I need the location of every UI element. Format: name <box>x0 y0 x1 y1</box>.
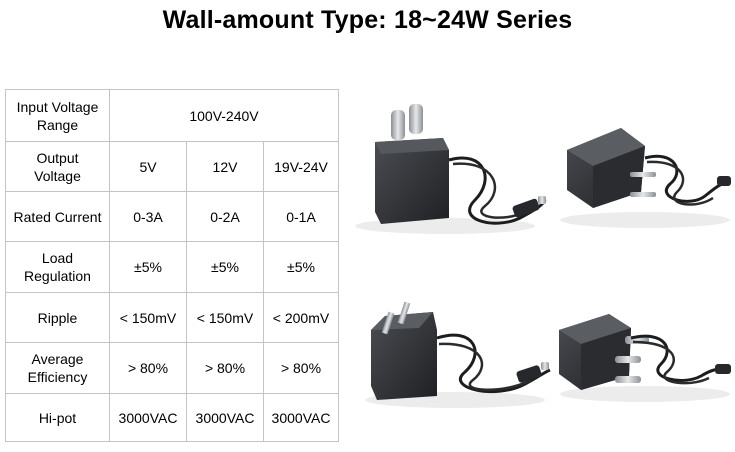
table-cell: 12V <box>186 141 264 192</box>
eu-plug-adapter-icon <box>355 104 547 234</box>
table-row: Average Efficiency > 80% > 80% > 80% <box>5 342 339 394</box>
row-label-line: Input Voltage <box>16 98 99 115</box>
page-title: Wall-amount Type: 18~24W Series <box>162 6 573 34</box>
table-cell: 0-1A <box>263 191 339 242</box>
spec-table: Input Voltage Range 100V-240V Output Vol… <box>5 89 339 442</box>
table-cell: 5V <box>109 141 187 192</box>
table-cell: < 150mV <box>109 292 187 343</box>
table-cell: ±5% <box>109 241 187 293</box>
row-label-ripple: Ripple <box>5 292 110 343</box>
table-cell: 3000VAC <box>263 393 339 442</box>
row-label-input-voltage: Input Voltage Range <box>5 89 110 142</box>
table-cell: ±5% <box>263 241 339 293</box>
table-cell: > 80% <box>186 342 264 394</box>
us-plug-adapter-icon <box>365 301 551 408</box>
row-label-line: Output <box>36 149 79 166</box>
table-cell: < 150mV <box>186 292 264 343</box>
row-label-output-voltage: Output Voltage <box>5 141 110 192</box>
product-photos <box>345 80 735 450</box>
in-plug-adapter-icon <box>559 314 731 402</box>
eu-plug-adapter-side-icon <box>560 128 731 228</box>
row-label-load-regulation: Load Regulation <box>5 241 110 293</box>
row-label-line: Range <box>36 116 79 133</box>
row-label-line: Average <box>31 351 84 367</box>
row-label-line: Load <box>41 250 74 266</box>
row-label-line: Regulation <box>24 268 91 284</box>
table-cell: < 200mV <box>263 292 339 343</box>
row-label-rated-current: Rated Current <box>5 191 110 242</box>
table-cell: 3000VAC <box>109 393 187 442</box>
table-row: Rated Current 0-3A 0-2A 0-1A <box>5 191 339 242</box>
table-row: Hi-pot 3000VAC 3000VAC 3000VAC <box>5 393 339 442</box>
row-label-average-efficiency: Average Efficiency <box>5 342 110 394</box>
table-cell: 19V-24V <box>263 141 339 192</box>
table-row: Ripple < 150mV < 150mV < 200mV <box>5 292 339 343</box>
table-row: Input Voltage Range 100V-240V <box>5 89 339 142</box>
table-cell: 0-2A <box>186 191 264 242</box>
table-cell: ±5% <box>186 241 264 293</box>
table-cell: > 80% <box>109 342 187 394</box>
row-label-line: Voltage <box>34 167 81 184</box>
row-label-line: Efficiency <box>27 369 88 385</box>
table-cell: 3000VAC <box>186 393 264 442</box>
table-row: Output Voltage 5V 12V 19V-24V <box>5 141 339 192</box>
row-label-hi-pot: Hi-pot <box>5 393 110 442</box>
table-cell: > 80% <box>263 342 339 394</box>
table-cell: 0-3A <box>109 191 187 242</box>
table-cell: 100V-240V <box>109 89 339 142</box>
table-row: Load Regulation ±5% ±5% ±5% <box>5 241 339 293</box>
